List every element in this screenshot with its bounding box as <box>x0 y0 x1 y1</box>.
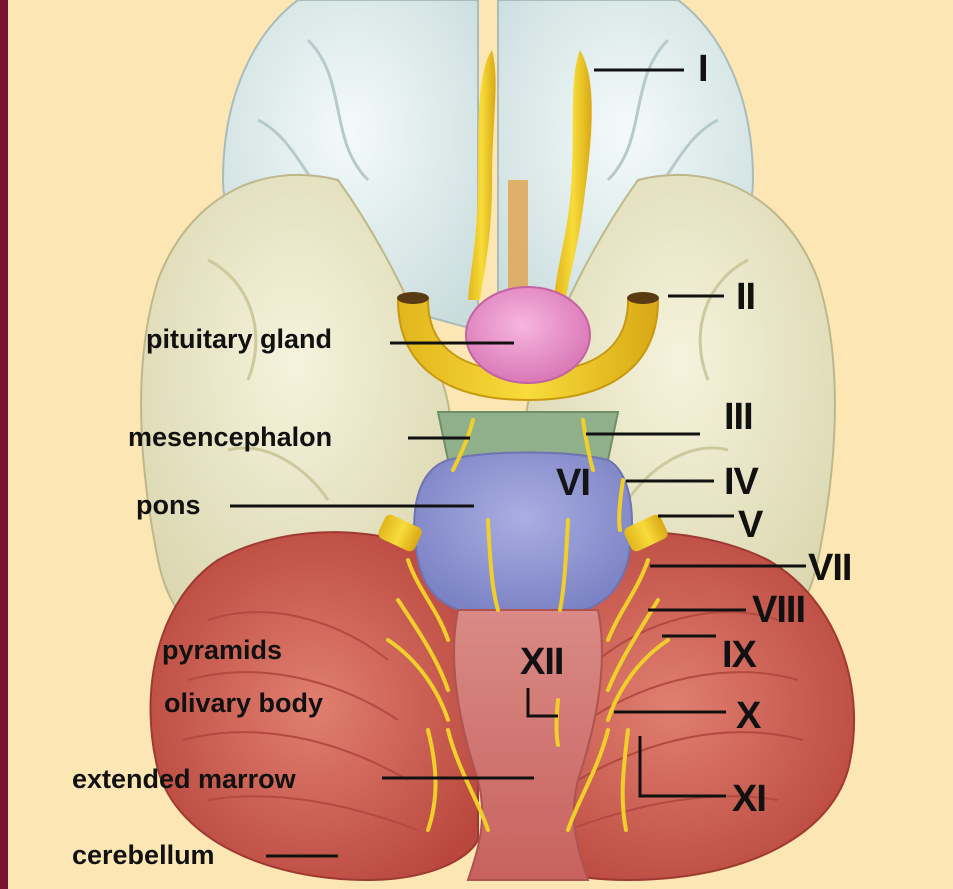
label-mesencephalon: mesencephalon <box>128 424 332 451</box>
label-olivary-body: olivary body <box>164 690 323 717</box>
label-nerve-viii: VIII <box>752 591 805 629</box>
label-nerve-ix: IX <box>722 636 756 674</box>
pituitary-shape <box>466 287 590 383</box>
label-pituitary-gland: pituitary gland <box>146 326 332 353</box>
label-extended-marrow: extended marrow <box>72 766 296 793</box>
optic-cut-right <box>627 292 659 304</box>
label-nerve-vii: VII <box>808 549 851 587</box>
label-nerve-v: V <box>738 506 762 544</box>
label-pons: pons <box>136 492 201 519</box>
brain-diagram: I II pituitary gland III mesencephalon V… <box>8 0 953 889</box>
label-nerve-xi: XI <box>732 780 766 818</box>
label-nerve-x: X <box>736 697 760 735</box>
label-nerve-xii: XII <box>520 643 563 681</box>
label-nerve-iv: IV <box>724 463 758 501</box>
label-pyramids: pyramids <box>162 637 282 664</box>
label-nerve-i: I <box>698 50 708 88</box>
optic-cut-left <box>397 292 429 304</box>
label-nerve-vi: VI <box>556 464 590 502</box>
pons-shape <box>414 453 632 617</box>
label-nerve-ii: II <box>736 278 755 316</box>
label-cerebellum: cerebellum <box>72 842 215 869</box>
label-nerve-iii: III <box>724 398 753 436</box>
